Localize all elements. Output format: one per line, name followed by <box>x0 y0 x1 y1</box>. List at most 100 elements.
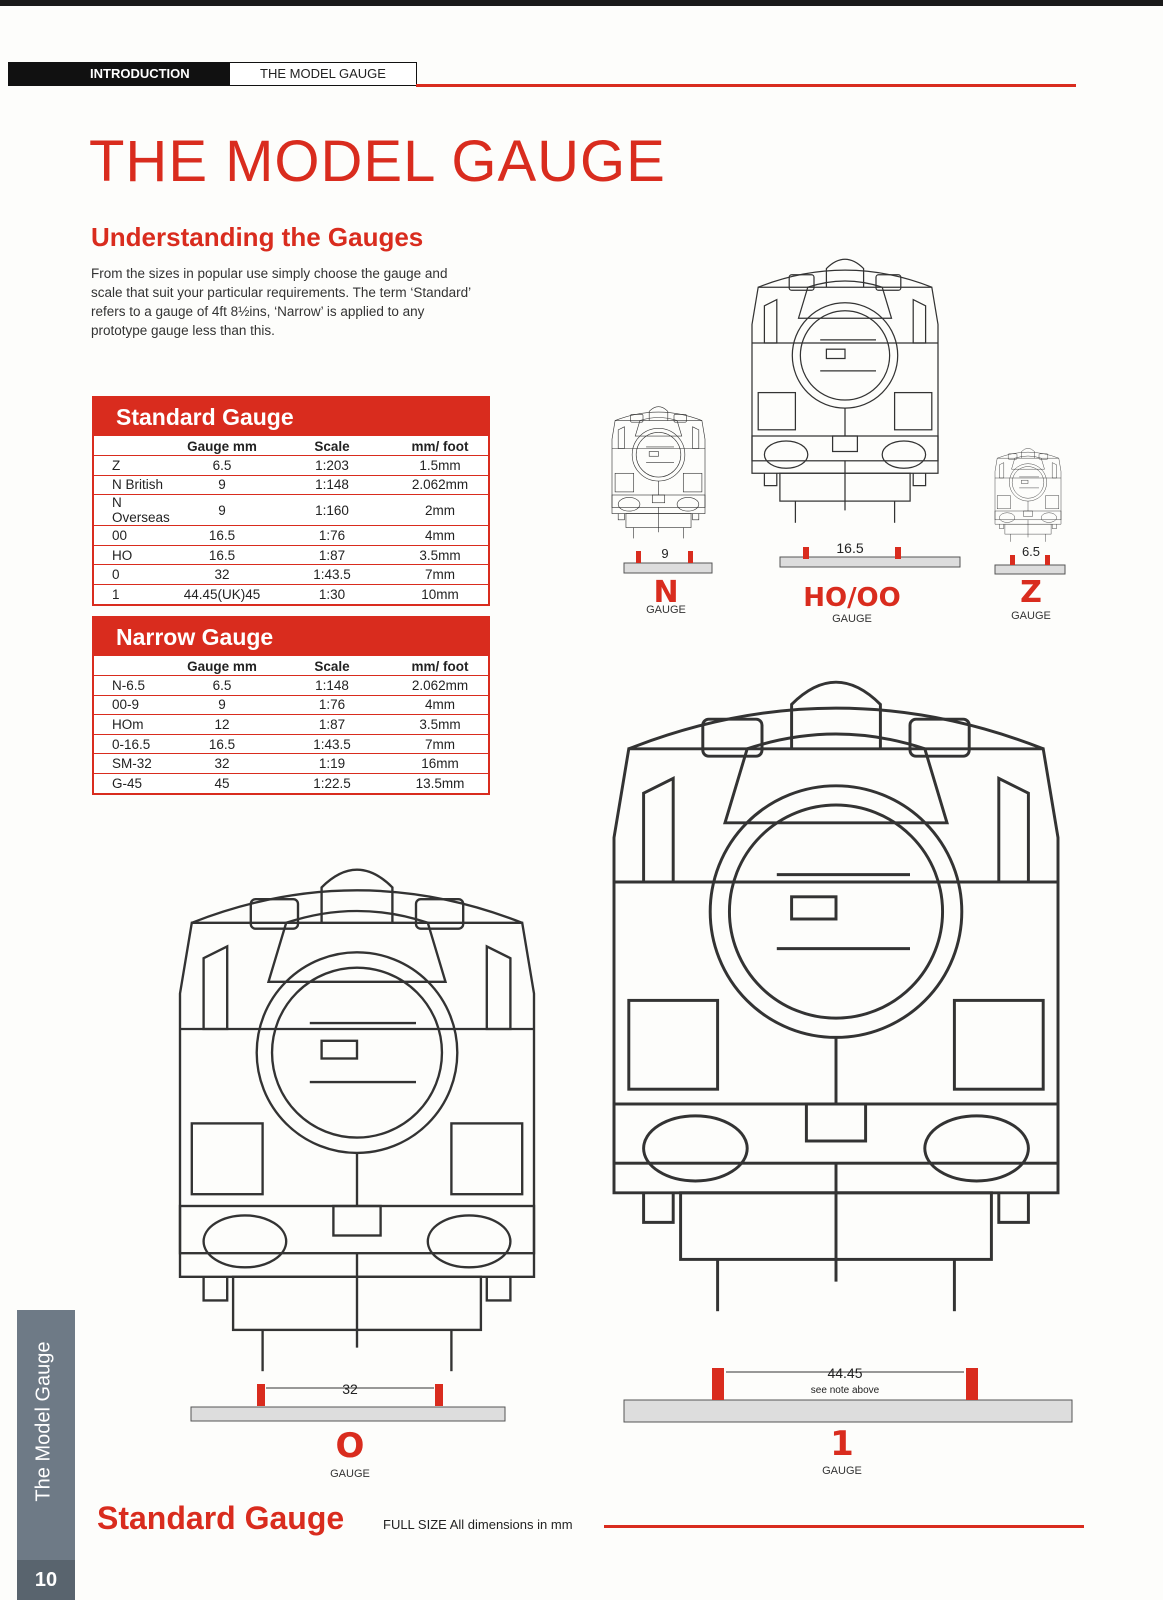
page-tab: THE MODEL GAUGE <box>230 62 417 86</box>
o-dim: 32 <box>342 1381 358 1397</box>
section-tab: INTRODUCTION <box>8 62 230 86</box>
z-gauge-loco <box>994 448 1062 543</box>
ho-track-base <box>779 556 961 568</box>
standard-gauge-table: Standard Gauge Gauge mm Scale mm/ foot Z… <box>92 396 490 606</box>
sidebar-label-text: The Model Gauge <box>32 1341 55 1502</box>
z-track-base <box>994 564 1066 575</box>
page-title: THE MODEL GAUGE <box>89 129 666 194</box>
table-cell: 1:148 <box>272 474 392 495</box>
rail <box>636 551 641 563</box>
footer-rule <box>604 1525 1084 1528</box>
table-cell: 1:148 <box>272 675 392 696</box>
rail <box>435 1384 443 1406</box>
table-cell: 3.5mm <box>392 714 488 735</box>
table-cell: 1:43.5 <box>272 564 392 585</box>
table-cell: 1:87 <box>272 544 392 565</box>
gauge1-dim: 44.45 <box>827 1365 862 1381</box>
table-cell: 2.062mm <box>392 675 488 696</box>
n-gauge-word: GAUGE <box>646 604 686 616</box>
table-heading: Narrow Gauge <box>94 618 488 656</box>
top-edge <box>0 0 1163 6</box>
table-cell: HOm <box>94 714 172 735</box>
ho-gauge-label: HO/OO <box>803 583 901 613</box>
column-header: Gauge mm <box>187 439 257 454</box>
rail <box>257 1384 265 1406</box>
table-cell: 16mm <box>392 753 488 774</box>
gauge1-word: GAUGE <box>822 1465 862 1477</box>
table-cell: 16.5 <box>172 525 272 546</box>
gauge1-note: see note above <box>811 1385 880 1396</box>
table-cell: 2.062mm <box>392 474 488 495</box>
page-number: 10 <box>17 1560 75 1600</box>
column-header: Scale <box>314 439 350 454</box>
rail <box>966 1368 978 1400</box>
n-gauge-label: N <box>653 575 679 610</box>
table-cell: SM-32 <box>94 753 172 774</box>
table-cell: 4mm <box>392 694 488 715</box>
table-cell: 32 <box>172 753 272 774</box>
table-cell: 16.5 <box>172 733 272 754</box>
table-cell: 6.5 <box>172 455 272 476</box>
table-cell: 1:22.5 <box>272 772 392 793</box>
table-cell: 1:43.5 <box>272 733 392 754</box>
table-cell: 45 <box>172 772 272 793</box>
table-cell: 9 <box>172 694 272 715</box>
n-gauge-loco <box>611 406 706 539</box>
table-cell: 9 <box>172 474 272 495</box>
table-cell: 13.5mm <box>392 772 488 793</box>
table-cell: 1:76 <box>272 525 392 546</box>
table-cell: G-45 <box>94 772 172 793</box>
table-cell: 12 <box>172 714 272 735</box>
table-cell: N British <box>94 474 172 495</box>
column-header: mm/ foot <box>411 659 469 674</box>
table-cell: N Overseas <box>94 494 172 526</box>
column-header: mm/ foot <box>411 439 469 454</box>
footer-title: Standard Gauge <box>97 1500 345 1536</box>
ho-dim: 16.5 <box>836 540 863 556</box>
column-header: Scale <box>314 659 350 674</box>
table-cell: Z <box>94 455 172 476</box>
table-cell: N-6.5 <box>94 675 172 696</box>
z-gauge-label: Z <box>1020 575 1042 610</box>
table-cell: 1.5mm <box>392 455 488 476</box>
table-cell: 1:76 <box>272 694 392 715</box>
o-gauge-loco <box>178 868 536 1373</box>
n-track-base <box>623 562 713 574</box>
table-cell: HO <box>94 544 172 565</box>
table-cell: 1:19 <box>272 753 392 774</box>
o-track-base <box>190 1406 506 1422</box>
table-cell: 6.5 <box>172 675 272 696</box>
o-gauge-word: GAUGE <box>330 1468 370 1480</box>
ho-gauge-word: GAUGE <box>832 613 872 625</box>
table-cell: 9 <box>172 494 272 526</box>
gauge1-loco <box>612 680 1060 1313</box>
table-cell: 00 <box>94 525 172 546</box>
rail <box>803 547 809 559</box>
intro-paragraph: From the sizes in popular use simply cho… <box>91 266 471 338</box>
table-cell: 32 <box>172 564 272 585</box>
rail <box>688 551 693 563</box>
z-dim: 6.5 <box>1022 544 1040 559</box>
table-cell: 1:160 <box>272 494 392 526</box>
table-cell: 1:203 <box>272 455 392 476</box>
table-cell: 00-9 <box>94 694 172 715</box>
table-cell: 44.45(UK)45 <box>172 583 272 604</box>
table-cell: 1:30 <box>272 583 392 604</box>
z-gauge-word: GAUGE <box>1011 610 1051 622</box>
header-rule <box>416 84 1076 87</box>
table-cell: 0 <box>94 564 172 585</box>
table-cell: 7mm <box>392 733 488 754</box>
sidebar-label: The Model Gauge <box>17 1310 75 1540</box>
